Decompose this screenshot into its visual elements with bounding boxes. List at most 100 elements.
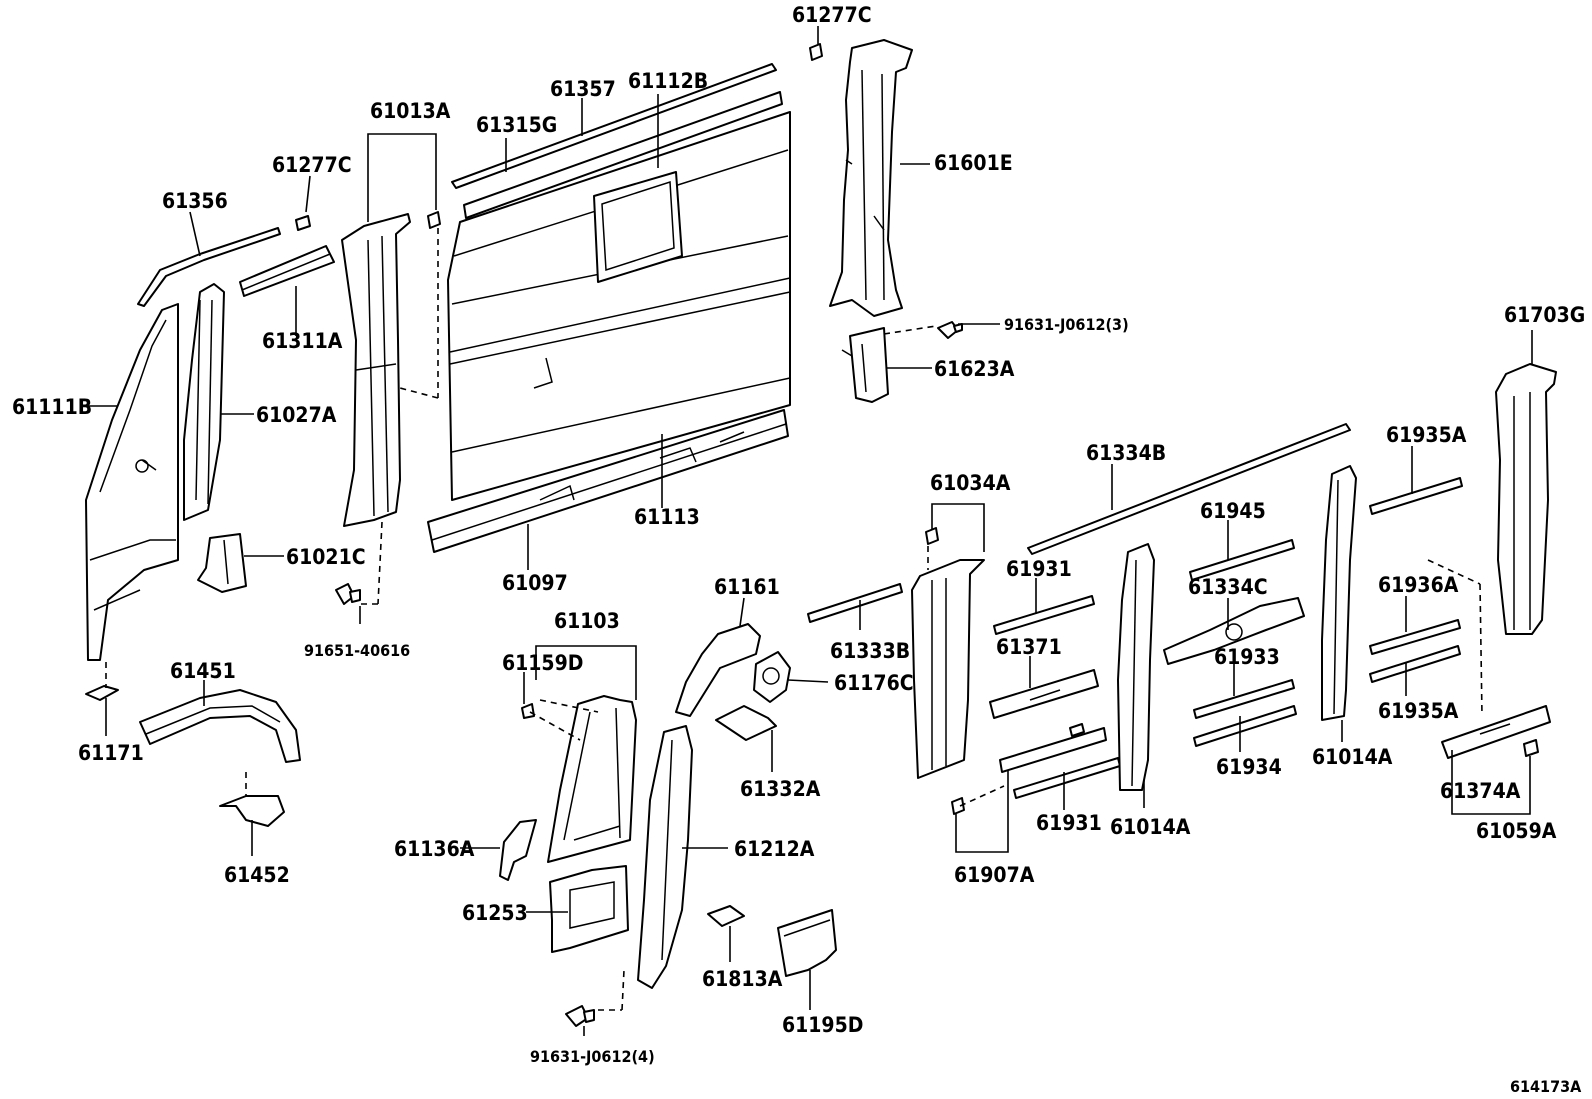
label-61113: 61113 (634, 505, 700, 529)
part-61103-shape (547, 695, 637, 863)
part-61113-61097-rocker-shape (427, 409, 789, 553)
part-61935a-top-shape (1369, 477, 1463, 515)
part-61931-top-shape (993, 595, 1095, 635)
part-61935a-bottom-shape (1369, 645, 1461, 683)
part-61014a-right-shape (1321, 465, 1357, 721)
label-61097: 61097 (502, 571, 568, 595)
label-61935a-top: 61935A (1386, 423, 1467, 447)
part-61253-shape (549, 865, 629, 953)
label-61021c: 61021C (286, 545, 366, 569)
part-61021c-shape (197, 533, 247, 593)
leader-lines (82, 26, 1533, 1036)
label-61112b: 61112B (628, 69, 708, 93)
label-61159d: 61159D (502, 651, 583, 675)
part-61334b-shape (1027, 423, 1351, 555)
part-61451-shape (139, 689, 301, 763)
label-61161: 61161 (714, 575, 780, 599)
part-61277c-left-shape (295, 215, 311, 231)
label-61171: 61171 (78, 741, 144, 765)
part-61195d-shape (777, 909, 837, 977)
part-61703g-shape (1495, 363, 1557, 635)
label-61014a-mid: 61014A (1110, 815, 1191, 839)
part-labels: 61277C 61357 61112B 61013A 61315G 61601E… (12, 3, 1585, 1096)
label-61034a: 61034A (930, 471, 1011, 495)
part-61136a-shape (499, 819, 537, 881)
part-91651-40616-shape (335, 583, 361, 605)
label-91651-40616: 91651-40616 (304, 641, 410, 660)
part-61334c-shape (1163, 597, 1305, 665)
part-61311a-shape (239, 245, 335, 297)
label-61176c: 61176C (834, 671, 914, 695)
figure-code: 614173A (1510, 1077, 1582, 1096)
label-61333b: 61333B (830, 639, 910, 663)
label-61623a: 61623A (934, 357, 1015, 381)
part-61357-shape (451, 63, 777, 189)
label-61601e: 61601E (934, 151, 1013, 175)
label-91631-j0612-3: 91631-J0612(3) (1004, 315, 1129, 334)
label-61027a: 61027A (256, 403, 337, 427)
part-61176c-shape (753, 651, 791, 703)
part-61111b-shape (85, 303, 179, 661)
label-61813a: 61813A (702, 967, 783, 991)
label-61332a: 61332A (740, 777, 821, 801)
part-61936a-shape (1369, 619, 1461, 655)
part-61945-shape (1189, 539, 1295, 581)
part-61356-shape (137, 227, 281, 307)
part-61907a-clip-shape (951, 797, 965, 815)
part-61933-shape (1193, 679, 1295, 719)
label-61934: 61934 (1216, 755, 1282, 779)
part-61374a-shape (1441, 705, 1551, 759)
label-61315g: 61315G (476, 113, 557, 137)
part-61112b-panel-shape (447, 91, 791, 501)
label-61111b: 61111B (12, 395, 92, 419)
label-61356: 61356 (162, 189, 228, 213)
part-61034a-clip-shape (925, 527, 939, 545)
label-61371: 61371 (996, 635, 1062, 659)
label-61936a: 61936A (1378, 573, 1459, 597)
label-61253: 61253 (462, 901, 528, 925)
label-61059a: 61059A (1476, 819, 1557, 843)
label-61931-top: 61931 (1006, 557, 1072, 581)
part-61332a-shape (715, 705, 777, 741)
label-61013a: 61013A (370, 99, 451, 123)
part-61171-shape (85, 685, 119, 701)
label-61136a: 61136A (394, 837, 475, 861)
part-61907a-shape (999, 723, 1107, 773)
label-61334c: 61334C (1188, 575, 1268, 599)
part-61452-shape (219, 795, 285, 827)
label-61103: 61103 (554, 609, 620, 633)
label-61452: 61452 (224, 863, 290, 887)
part-61014a-mid-shape (1117, 543, 1155, 791)
part-61277c-top-shape (809, 43, 823, 61)
label-61212a: 61212A (734, 837, 815, 861)
part-61034a-shape (911, 559, 985, 779)
part-61013a-shape (341, 213, 411, 527)
part-61934-shape (1193, 705, 1297, 747)
label-61277c-left: 61277C (272, 153, 352, 177)
part-61159d-shape (521, 703, 535, 719)
part-61027a-shape (183, 283, 225, 521)
label-61945: 61945 (1200, 499, 1266, 523)
part-61059a-shape (1523, 739, 1539, 757)
label-91631-j0612-4: 91631-J0612(4) (530, 1047, 655, 1066)
label-61277c-top: 61277C (792, 3, 872, 27)
part-61813a-shape (707, 905, 745, 927)
part-91631-j0612-4-shape (565, 1005, 595, 1027)
part-61013a-clip-shape (427, 211, 441, 229)
part-61601e-pillar-shape (829, 39, 913, 317)
label-61703g: 61703G (1504, 303, 1585, 327)
label-61933: 61933 (1214, 645, 1280, 669)
label-61311a: 61311A (262, 329, 343, 353)
label-61931-bottom: 61931 (1036, 811, 1102, 835)
label-61907a: 61907A (954, 863, 1035, 887)
part-61371-shape (989, 669, 1099, 719)
label-61334b: 61334B (1086, 441, 1166, 465)
label-61374a: 61374A (1440, 779, 1521, 803)
label-61451: 61451 (170, 659, 236, 683)
part-61333b-shape (807, 583, 903, 623)
part-61212a-shape (637, 725, 693, 989)
part-61623a-shape (841, 327, 889, 403)
label-61014a-right: 61014A (1312, 745, 1393, 769)
